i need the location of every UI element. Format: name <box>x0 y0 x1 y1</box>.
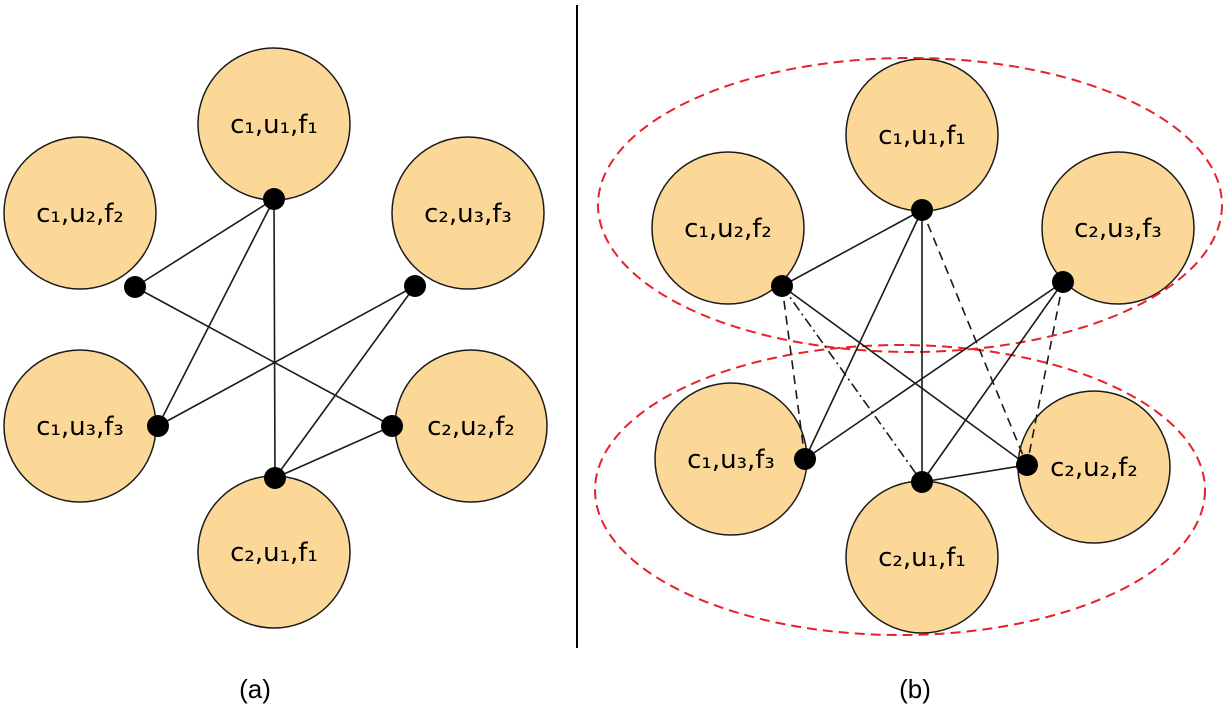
port-dot-a5 <box>381 415 403 437</box>
cluster-top <box>597 57 1223 353</box>
port-dot-b2 <box>771 275 793 297</box>
panel-b-caption: (b) <box>899 674 931 704</box>
port-dot-a3 <box>404 275 426 297</box>
port-dot-b5 <box>1016 454 1038 476</box>
edge-b3-b4 <box>804 281 1064 460</box>
edge-b1-b2 <box>781 209 923 287</box>
node-label-a6: c₂,u₁,f₁ <box>230 538 318 568</box>
panel-a-caption: (a) <box>239 674 271 704</box>
node-label-a3: c₂,u₃,f₃ <box>424 199 512 229</box>
node-circle-b2 <box>651 151 805 305</box>
edge-a1-a4 <box>157 198 275 427</box>
panel-a: c₁,u₁,f₁ c₁,u₂,f₂ c₂,u₃,f₃ c₁,u₃,f₃ c₂,u₂,f₂… <box>3 47 548 629</box>
edge-b1-b4 <box>804 209 923 460</box>
port-dot-b1 <box>911 199 933 221</box>
edge-b3-b5 <box>1026 281 1064 466</box>
node-label-a5: c₂,u₂,f₂ <box>427 412 515 442</box>
node-label-b4: c₁,u₃,f₃ <box>687 445 775 475</box>
edge-a5-a6 <box>274 425 393 479</box>
panel-b: c₁,u₁,f₁ c₁,u₂,f₂ c₂,u₃,f₃ c₁,u₃,f₃ c₂,u₂,f₂… <box>594 57 1223 636</box>
edge-b1-b5 <box>921 209 1028 466</box>
port-dot-a1 <box>263 188 285 210</box>
edge-a2-a5 <box>134 286 393 427</box>
port-dot-b6 <box>911 471 933 493</box>
node-circle-a2 <box>3 136 157 290</box>
edge-b2-b6 <box>781 285 923 483</box>
node-label-b2: c₁,u₂,f₂ <box>684 214 772 244</box>
node-label-a1: c₁,u₁,f₁ <box>230 110 318 140</box>
node-label-b6: c₂,u₁,f₁ <box>878 543 966 573</box>
port-dot-a6 <box>264 467 286 489</box>
edge-a3-a4 <box>157 285 416 427</box>
node-circle-a3 <box>391 136 545 290</box>
port-dot-a4 <box>147 415 169 437</box>
edge-a3-a6 <box>274 285 416 479</box>
port-dot-a2 <box>124 276 146 298</box>
edge-a1-a6 <box>273 198 276 479</box>
port-dot-b3 <box>1052 271 1074 293</box>
node-label-a2: c₁,u₂,f₂ <box>36 199 124 229</box>
node-label-b5: c₂,u₂,f₂ <box>1050 453 1138 483</box>
node-label-a4: c₁,u₃,f₃ <box>36 412 124 442</box>
edge-b5-b6 <box>921 464 1028 483</box>
node-circle-b3 <box>1041 151 1195 305</box>
node-label-b1: c₁,u₁,f₁ <box>878 121 966 151</box>
node-label-b3: c₂,u₃,f₃ <box>1074 214 1162 244</box>
edge-a1-a2 <box>134 198 275 288</box>
edge-b2-b5 <box>781 285 1028 466</box>
port-dot-b4 <box>794 448 816 470</box>
cluster-bottom <box>594 344 1206 636</box>
